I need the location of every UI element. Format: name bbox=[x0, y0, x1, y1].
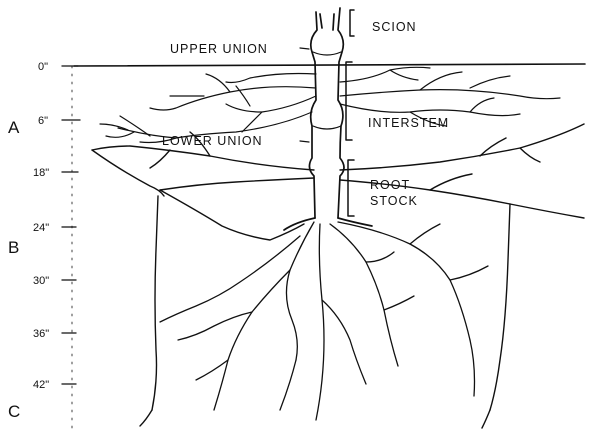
lower-union-leader bbox=[300, 141, 309, 142]
depth-tick-6: 6" bbox=[38, 115, 48, 127]
rootstock-bracket bbox=[348, 160, 354, 216]
interstem-label: INTERSTEM bbox=[368, 116, 449, 130]
scion-bracket bbox=[350, 10, 354, 36]
upper-union-leader bbox=[300, 48, 309, 49]
root-label: ROOT bbox=[370, 178, 410, 192]
depth-tick-18: 18" bbox=[33, 167, 49, 179]
depth-tick-30: 30" bbox=[33, 275, 49, 287]
horizon-b-label: B bbox=[8, 238, 19, 257]
depth-tick-42: 42" bbox=[33, 379, 49, 391]
scion-label: SCION bbox=[372, 20, 417, 34]
tree-trunk bbox=[284, 8, 372, 230]
soil-surface-line bbox=[74, 64, 585, 66]
lower-union-label: LOWER UNION bbox=[162, 134, 263, 148]
stock-label: STOCK bbox=[370, 194, 418, 208]
upper-lateral-roots bbox=[100, 67, 560, 142]
depth-scale bbox=[62, 66, 80, 430]
deep-roots bbox=[160, 222, 488, 420]
upper-union-label: UPPER UNION bbox=[170, 42, 268, 56]
depth-tick-24: 24" bbox=[33, 222, 49, 234]
depth-tick-36: 36" bbox=[33, 328, 49, 340]
horizon-a-label: A bbox=[8, 118, 20, 137]
deep-root-outline bbox=[92, 150, 510, 428]
depth-tick-0: 0" bbox=[38, 61, 48, 73]
horizon-c-label: C bbox=[8, 402, 20, 421]
interstem-bracket bbox=[346, 62, 352, 140]
